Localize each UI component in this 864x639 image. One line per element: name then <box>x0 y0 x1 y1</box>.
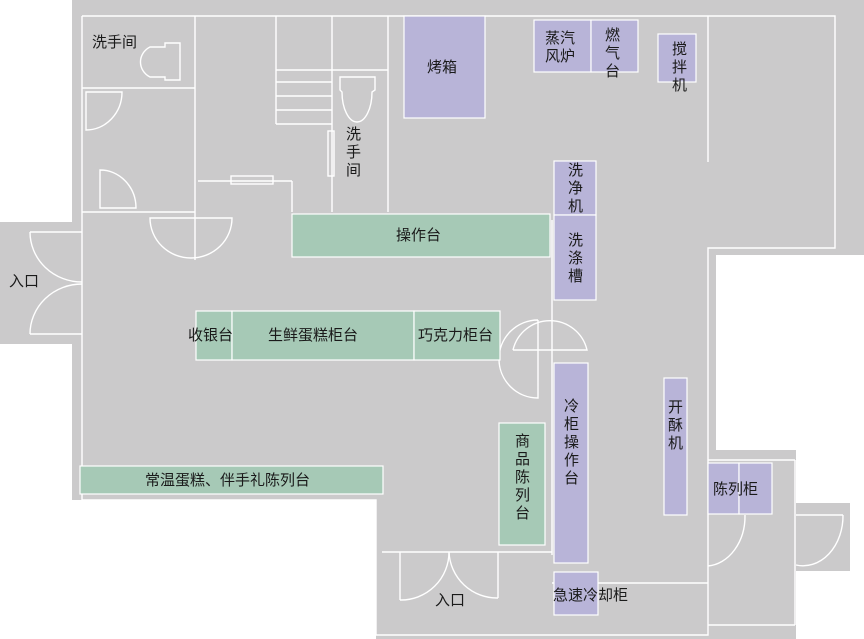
restroom-label-2: 洗手间 <box>345 125 361 179</box>
fresh-cake-counter <box>231 310 415 361</box>
gas-stove-block <box>590 19 639 73</box>
steam-oven-block <box>533 19 592 73</box>
counters <box>79 213 551 546</box>
merchandise-display-counter <box>498 422 546 546</box>
display-cabinet-left <box>707 462 740 515</box>
cashier-counter <box>195 310 233 361</box>
oven-label: 烤箱 <box>427 58 458 76</box>
sink-block <box>553 214 597 301</box>
workbench-counter <box>291 213 551 258</box>
chocolate-counter <box>413 310 501 361</box>
fridge-workbench-block <box>553 362 589 564</box>
sink-label: 洗涤槽 <box>567 231 583 285</box>
mixer-block <box>657 33 697 83</box>
dishwasher-block <box>553 160 597 216</box>
dough-sheeter-label: 开酥机 <box>667 398 683 452</box>
entrance-bottom-label: 入口 <box>435 591 466 609</box>
chocolate-counter-label: 巧克力柜台 <box>418 326 494 344</box>
dishwasher-label: 洗净机 <box>567 161 583 215</box>
fresh-cake-counter-label: 生鲜蛋糕柜台 <box>268 326 359 344</box>
ambient-display-counter <box>79 465 384 495</box>
steam-oven-label: 蒸汽风炉 <box>545 29 576 65</box>
merchandise-display-label: 商品陈列台 <box>514 432 530 522</box>
wall-lines <box>29 15 844 636</box>
cashier-label: 收银台 <box>188 326 234 344</box>
kitchen-equipment <box>403 15 773 616</box>
display-cabinet-right <box>738 462 773 515</box>
workbench-label: 操作台 <box>396 226 442 244</box>
oven-block <box>403 15 486 119</box>
dough-sheeter-block <box>663 377 688 516</box>
entrance-left-label: 入口 <box>9 272 40 290</box>
mixer-label: 搅拌机 <box>671 40 687 94</box>
blast-chiller-block <box>553 571 599 616</box>
ambient-display-label: 常温蛋糕、伴手礼陈列台 <box>145 471 311 489</box>
restroom-label-1: 洗手间 <box>92 33 138 51</box>
fridge-workbench-label: 冷柜操作台 <box>563 397 579 487</box>
display-cabinet-label: 陈列柜 <box>713 480 759 498</box>
blast-chiller-label: 急速冷却柜 <box>553 586 629 604</box>
gas-stove-label: 燃气台 <box>604 26 620 80</box>
